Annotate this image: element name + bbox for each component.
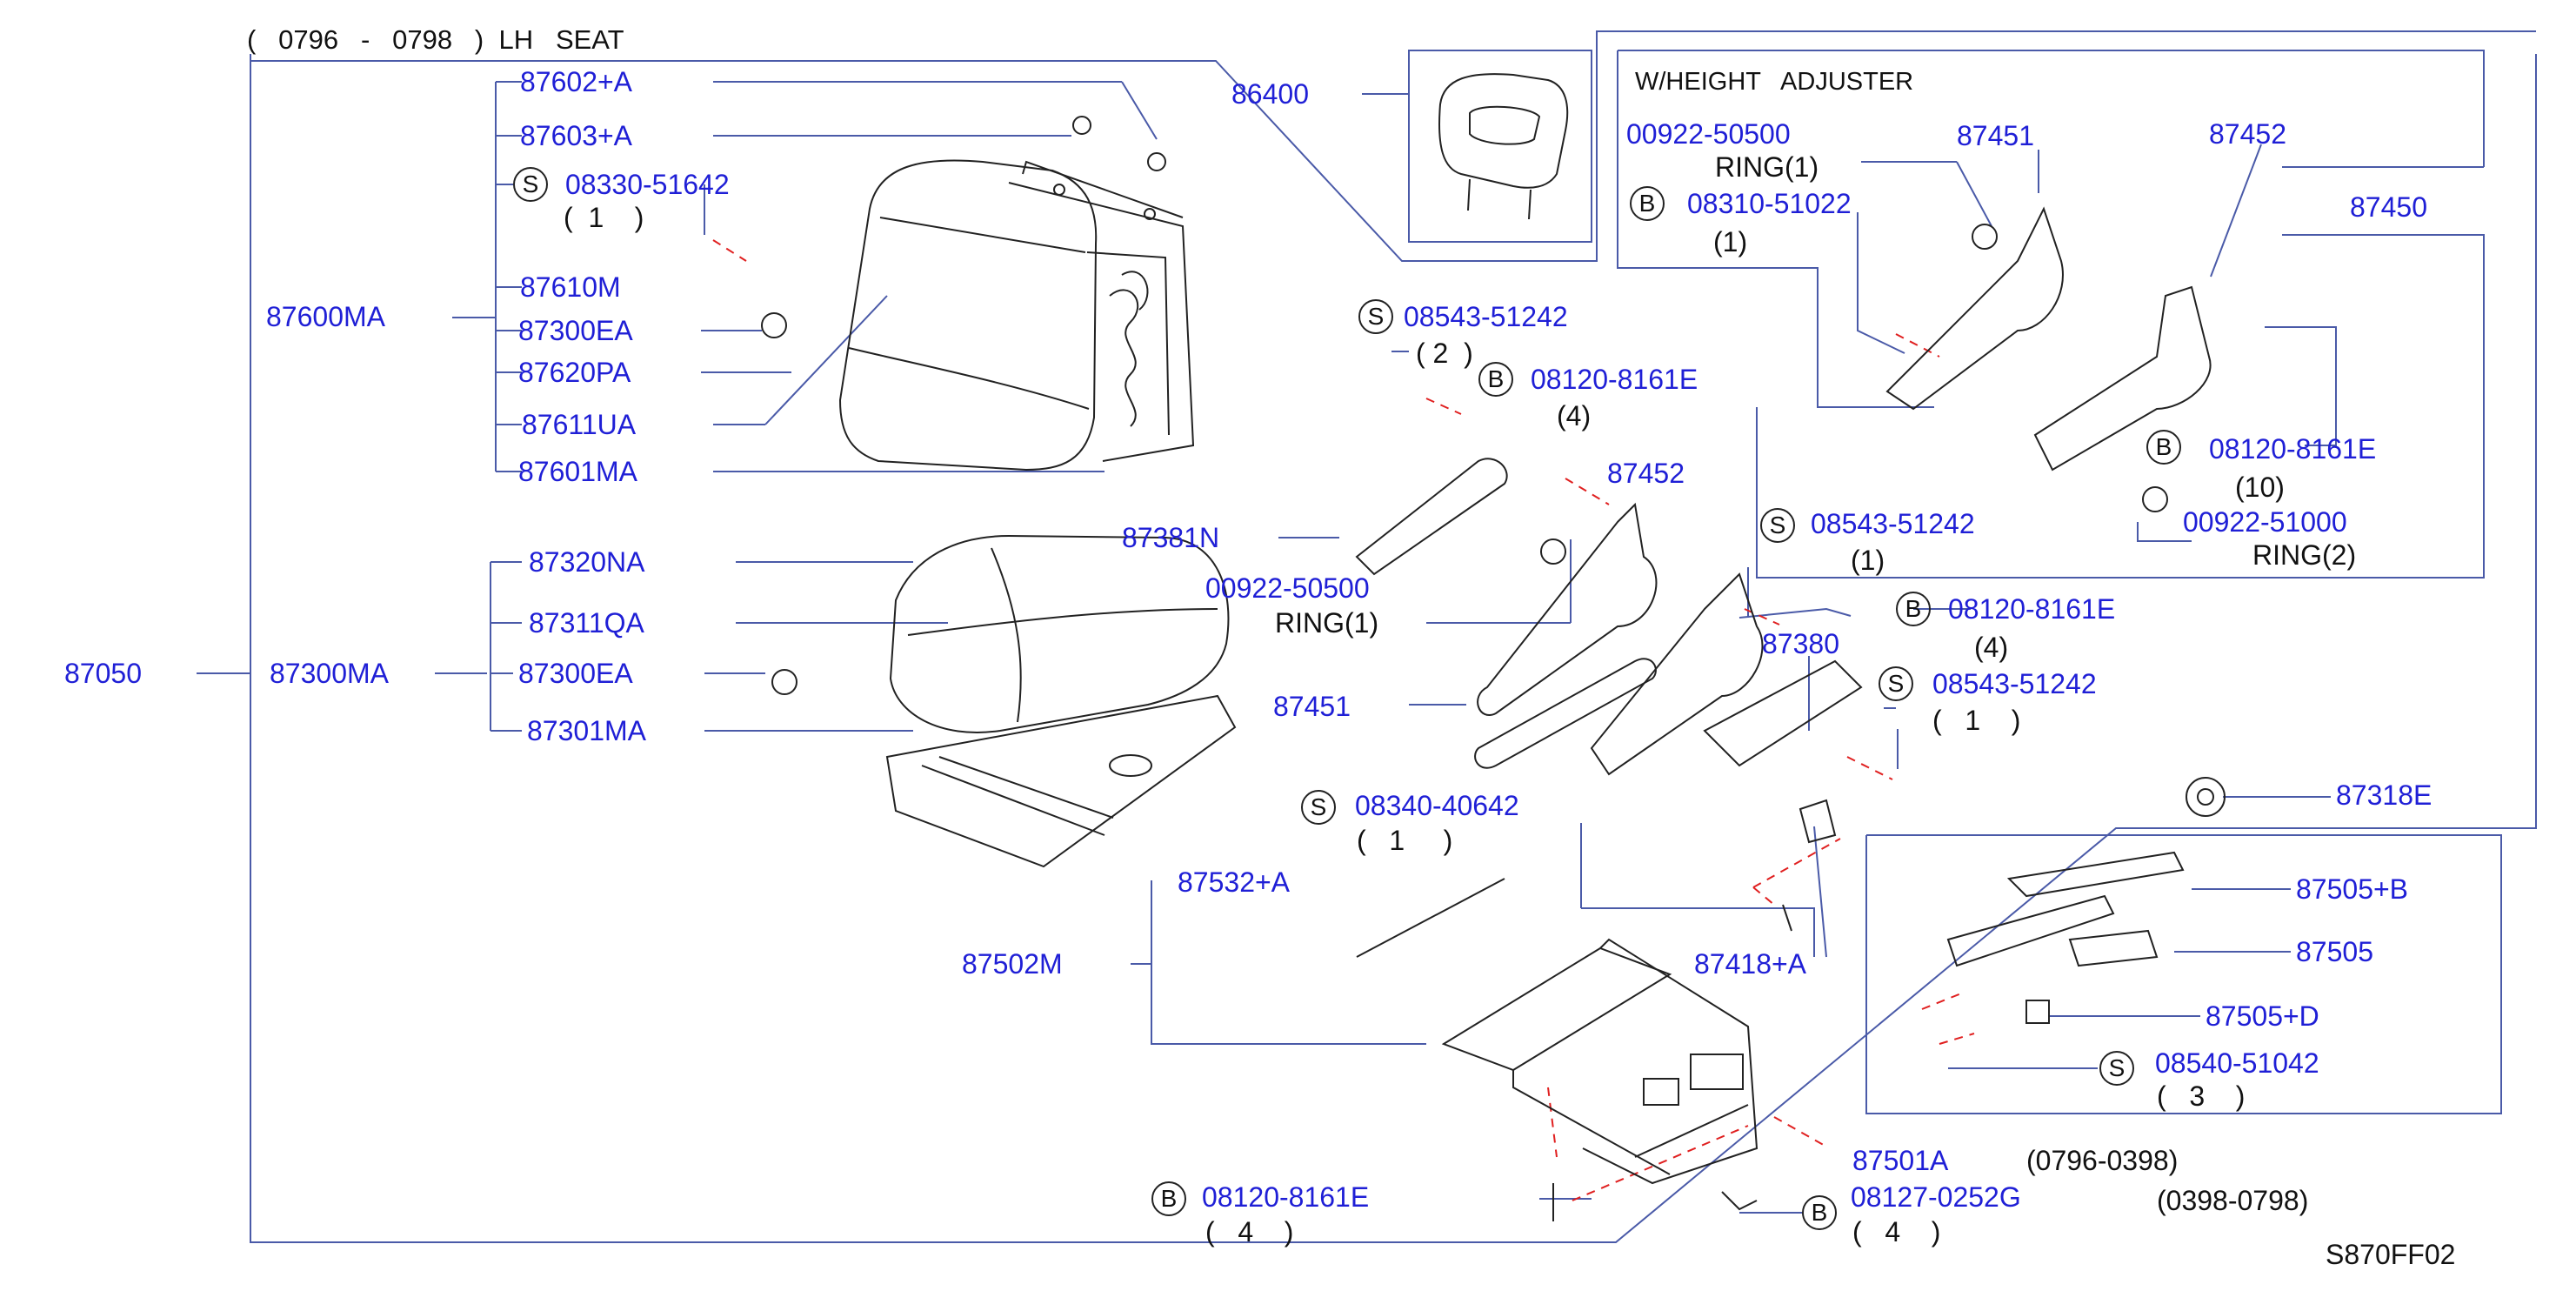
part-87451: 87451: [1273, 691, 1351, 722]
b-bubble: B: [1802, 1195, 1837, 1230]
part-00922-50500: 00922-50500: [1626, 118, 1791, 150]
part-87505D: 87505+D: [2206, 1000, 2319, 1032]
height-adjuster-title: W/HEIGHT ADJUSTER: [1635, 68, 1914, 96]
part-87450: 87450: [2350, 191, 2427, 223]
diagram-header: ( 0796 - 0798 ) LH SEAT: [247, 24, 624, 55]
part-00922-50500: 00922-50500: [1205, 572, 1370, 604]
part-87300EA: 87300EA: [518, 315, 633, 346]
part-08127-0252G: 08127-0252G: [1851, 1181, 2021, 1213]
qty-label: (4): [1557, 400, 1592, 431]
qty-label: ( 1 ): [1932, 705, 2021, 736]
ring-label: RING(1): [1715, 151, 1819, 183]
b-bubble: B: [2146, 430, 2181, 465]
qty-label: (1): [1713, 226, 1748, 258]
part-08120-8161E: 08120-8161E: [1202, 1181, 1370, 1213]
qty-label: ( 2 ): [1416, 338, 1473, 369]
s-bubble: S: [1358, 299, 1393, 334]
part-00922-51000: 00922-51000: [2183, 506, 2347, 538]
part-87501A: 87501A: [1852, 1145, 1949, 1176]
part-87318E: 87318E: [2336, 779, 2433, 811]
qty-label: (10): [2235, 472, 2285, 503]
red-dashes: [712, 239, 1975, 1201]
part-87050: 87050: [64, 658, 142, 689]
headrest-drawing: [1438, 73, 1569, 220]
part-87300MA: 87300MA: [270, 658, 389, 689]
part-87301MA: 87301MA: [527, 715, 646, 746]
part-08543-51242: 08543-51242: [1404, 301, 1568, 332]
part-87601MA: 87601MA: [518, 456, 637, 487]
part-87452: 87452: [1607, 458, 1685, 489]
part-87311QA: 87311QA: [529, 607, 644, 639]
qty-label: ( 4 ): [1205, 1216, 1294, 1248]
part-08310-51022: 08310-51022: [1687, 188, 1852, 219]
part-87600MA: 87600MA: [266, 301, 385, 332]
part-08330-51642: 08330-51642: [565, 169, 730, 200]
b-bubble: B: [1151, 1181, 1186, 1216]
qty-label: (4): [1974, 632, 2009, 663]
part-86400: 86400: [1231, 78, 1309, 110]
part-87620PA: 87620PA: [518, 357, 631, 388]
seat-cushion-drawing: [885, 534, 1237, 868]
qty-label: ( 3 ): [2157, 1080, 2246, 1112]
part-87603A: 87603+A: [520, 120, 633, 151]
qty-label: ( 4 ): [1852, 1216, 1941, 1248]
leader-lines: [197, 81, 2337, 1214]
b-bubble: B: [1478, 362, 1513, 397]
part-87320NA: 87320NA: [529, 546, 645, 578]
ring-label: RING(1): [1275, 607, 1379, 639]
part-08120-8161E: 08120-8161E: [2209, 433, 2377, 465]
s-bubble: S: [1760, 508, 1795, 543]
date-range: (0398-0798): [2157, 1185, 2309, 1216]
part-08120-8161E: 08120-8161E: [1948, 593, 2116, 625]
part-87451: 87451: [1957, 120, 2034, 151]
part-87381N: 87381N: [1122, 522, 1220, 553]
hardware-drawing: [761, 116, 2226, 1221]
diagram-code: S870FF02: [2326, 1239, 2456, 1270]
qty-label: ( 1 ): [1357, 825, 1453, 856]
s-bubble: S: [2099, 1051, 2134, 1086]
part-08340-40642: 08340-40642: [1355, 790, 1519, 821]
part-87380: 87380: [1762, 628, 1839, 659]
part-08540-51042: 08540-51042: [2155, 1047, 2319, 1079]
ring-label: RING(2): [2252, 539, 2357, 571]
qty-label: ( 1 ): [564, 202, 644, 233]
part-87611UA: 87611UA: [522, 409, 637, 440]
part-87418A: 87418+A: [1694, 948, 1807, 980]
s-bubble: S: [513, 167, 548, 202]
qty-label: (1): [1851, 545, 1885, 576]
part-87532A: 87532+A: [1178, 866, 1291, 898]
part-87505B: 87505+B: [2296, 873, 2409, 905]
part-87602A: 87602+A: [520, 66, 633, 97]
b-bubble: B: [1896, 592, 1931, 626]
s-bubble: S: [1301, 790, 1336, 825]
date-range: (0796-0398): [2026, 1145, 2179, 1176]
part-87300EA: 87300EA: [518, 658, 633, 689]
part-87502M: 87502M: [962, 948, 1063, 980]
part-87505: 87505: [2296, 936, 2373, 967]
inner-boxes: [1408, 50, 2502, 1114]
part-08120-8161E: 08120-8161E: [1531, 364, 1698, 395]
part-08543-51242: 08543-51242: [1811, 508, 1975, 539]
part-87610M: 87610M: [520, 271, 621, 303]
seat-frame-drawing: [1441, 938, 1758, 1185]
seat-back-drawing: [838, 159, 1195, 472]
b-bubble: B: [1630, 186, 1665, 221]
s-bubble: S: [1879, 666, 1913, 701]
height-adjuster-drawing: [1355, 206, 2212, 776]
part-08543-51242: 08543-51242: [1932, 668, 2097, 699]
part-87452: 87452: [2209, 118, 2286, 150]
